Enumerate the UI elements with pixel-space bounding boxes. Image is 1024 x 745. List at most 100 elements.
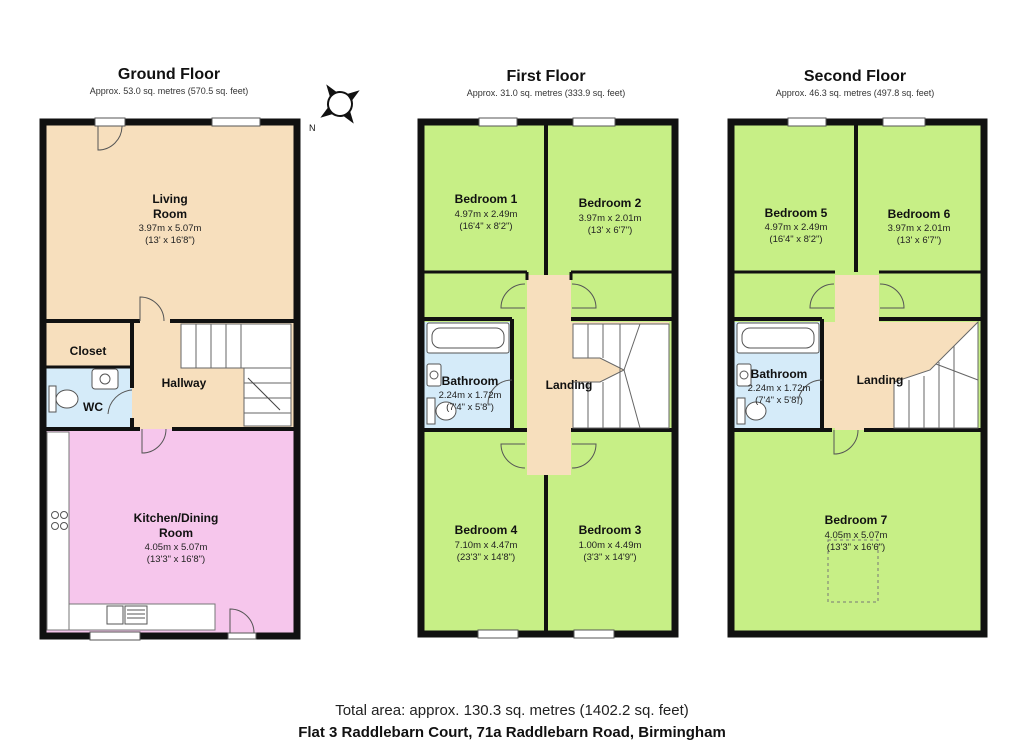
total-area: Total area: approx. 130.3 sq. metres (14… — [335, 702, 689, 719]
compass-icon — [320, 84, 360, 124]
bedroom3-name: Bedroom 3 — [579, 523, 642, 537]
ground-floor-area: Approx. 53.0 sq. metres (570.5 sq. feet) — [90, 86, 249, 96]
bath-icon — [426, 322, 510, 354]
living-room — [46, 125, 294, 321]
landing-name: Landing — [546, 378, 593, 392]
bathroom-name: Bathroom — [751, 367, 808, 381]
bedroom3-imperial: (3'3" x 14'9") — [583, 552, 636, 563]
sink-icon — [106, 605, 148, 625]
bath-icon — [736, 322, 820, 354]
kitchen-imperial: (13'3" x 16'8") — [147, 554, 205, 565]
property-address: Flat 3 Raddlebarn Court, 71a Raddlebarn … — [298, 724, 726, 741]
second-outer-wall — [727, 118, 988, 638]
stairs — [893, 320, 979, 429]
bedroom1-imperial: (16'4" x 8'2") — [459, 221, 512, 232]
door — [571, 443, 597, 469]
bedroom6-name: Bedroom 6 — [888, 207, 951, 221]
window — [94, 117, 126, 127]
window — [477, 629, 519, 639]
door — [141, 428, 167, 454]
door — [97, 125, 123, 151]
skylight — [827, 539, 879, 603]
bedroom3-metric: 1.00m x 4.49m — [579, 540, 642, 551]
bedroom4-imperial: (23'3" x 14'8") — [457, 552, 515, 563]
ground-outer-wall — [39, 118, 301, 640]
window — [211, 117, 261, 127]
first-floor: First Floor Approx. 31.0 sq. metres (333… — [417, 68, 679, 639]
door — [571, 283, 597, 309]
door — [487, 379, 513, 405]
bathroom-metric: 2.24m x 1.72m — [748, 383, 811, 394]
ground-floor-title: Ground Floor — [118, 66, 220, 83]
basin-icon — [426, 363, 442, 387]
door — [139, 296, 165, 322]
bedroom7-metric: 4.05m x 5.07m — [825, 530, 888, 541]
kitchen-counter — [46, 431, 216, 631]
door — [809, 283, 835, 309]
door — [833, 429, 859, 455]
kitchen-name-2: Room — [159, 526, 193, 540]
window — [89, 631, 141, 641]
kitchen-metric: 4.05m x 5.07m — [145, 542, 208, 553]
window — [573, 629, 615, 639]
bedroom7-imperial: (13'3" x 16'6") — [827, 542, 885, 553]
bathroom-imperial: (7'4" x 5'8") — [446, 402, 494, 413]
basin-icon — [736, 363, 752, 387]
window — [787, 117, 827, 127]
living-room-imperial: (13' x 16'8") — [145, 235, 195, 246]
bathroom-name: Bathroom — [442, 374, 499, 388]
second-floor: Second Floor Approx. 46.3 sq. metres (49… — [727, 68, 988, 638]
bedroom5-metric: 4.97m x 2.49m — [765, 222, 828, 233]
door — [500, 443, 526, 469]
bedroom4-name: Bedroom 4 — [455, 523, 518, 537]
bedroom1-metric: 4.97m x 2.49m — [455, 209, 518, 220]
wc-name: WC — [83, 400, 103, 414]
bedroom2-imperial: (13' x 6'7") — [588, 225, 633, 236]
kitchen-dining-room — [46, 429, 294, 633]
toilet-icon — [736, 397, 767, 425]
second-floor-area: Approx. 46.3 sq. metres (497.8 sq. feet) — [776, 88, 935, 98]
door — [107, 389, 133, 415]
bathroom-imperial: (7'4" x 5'8") — [755, 395, 803, 406]
compass-north-label: N — [309, 123, 316, 133]
closet — [46, 321, 132, 367]
bedroom6-metric: 3.97m x 2.01m — [888, 223, 951, 234]
door — [797, 379, 823, 405]
bedroom2-metric: 3.97m x 2.01m — [579, 213, 642, 224]
first-floor-area: Approx. 31.0 sq. metres (333.9 sq. feet) — [467, 88, 626, 98]
ground-floor: Ground Floor Approx. 53.0 sq. metres (57… — [39, 66, 301, 641]
living-room-name-2: Room — [153, 207, 187, 221]
bedroom6-imperial: (13' x 6'7") — [897, 235, 942, 246]
closet-name: Closet — [70, 344, 107, 358]
door — [229, 608, 255, 634]
kitchen-name: Kitchen/Dining — [134, 511, 219, 525]
bedroom5-name: Bedroom 5 — [765, 206, 828, 220]
stairs — [180, 323, 292, 427]
wc-basin-icon — [91, 368, 119, 390]
stairs — [572, 323, 670, 429]
bedroom5-imperial: (16'4" x 8'2") — [769, 234, 822, 245]
door — [500, 283, 526, 309]
bedroom4-metric: 7.10m x 4.47m — [455, 540, 518, 551]
first-floor-title: First Floor — [506, 68, 585, 85]
bathroom-metric: 2.24m x 1.72m — [439, 390, 502, 401]
bedroom7-name: Bedroom 7 — [825, 513, 888, 527]
first-landing — [527, 275, 571, 475]
living-room-metric: 3.97m x 5.07m — [139, 223, 202, 234]
first-outer-wall — [417, 118, 679, 638]
toilet-icon — [426, 397, 457, 425]
bedroom2-name: Bedroom 2 — [579, 196, 642, 210]
hob-icon — [51, 511, 68, 530]
second-floor-title: Second Floor — [804, 68, 906, 85]
door — [879, 283, 905, 309]
hallway-name: Hallway — [162, 376, 207, 390]
window — [882, 117, 926, 127]
bedroom1-name: Bedroom 1 — [455, 192, 518, 206]
door-threshold — [227, 632, 257, 640]
window — [478, 117, 518, 127]
toilet-icon — [48, 385, 79, 413]
landing-name: Landing — [857, 373, 904, 387]
living-room-name: Living — [152, 192, 187, 206]
window — [572, 117, 616, 127]
